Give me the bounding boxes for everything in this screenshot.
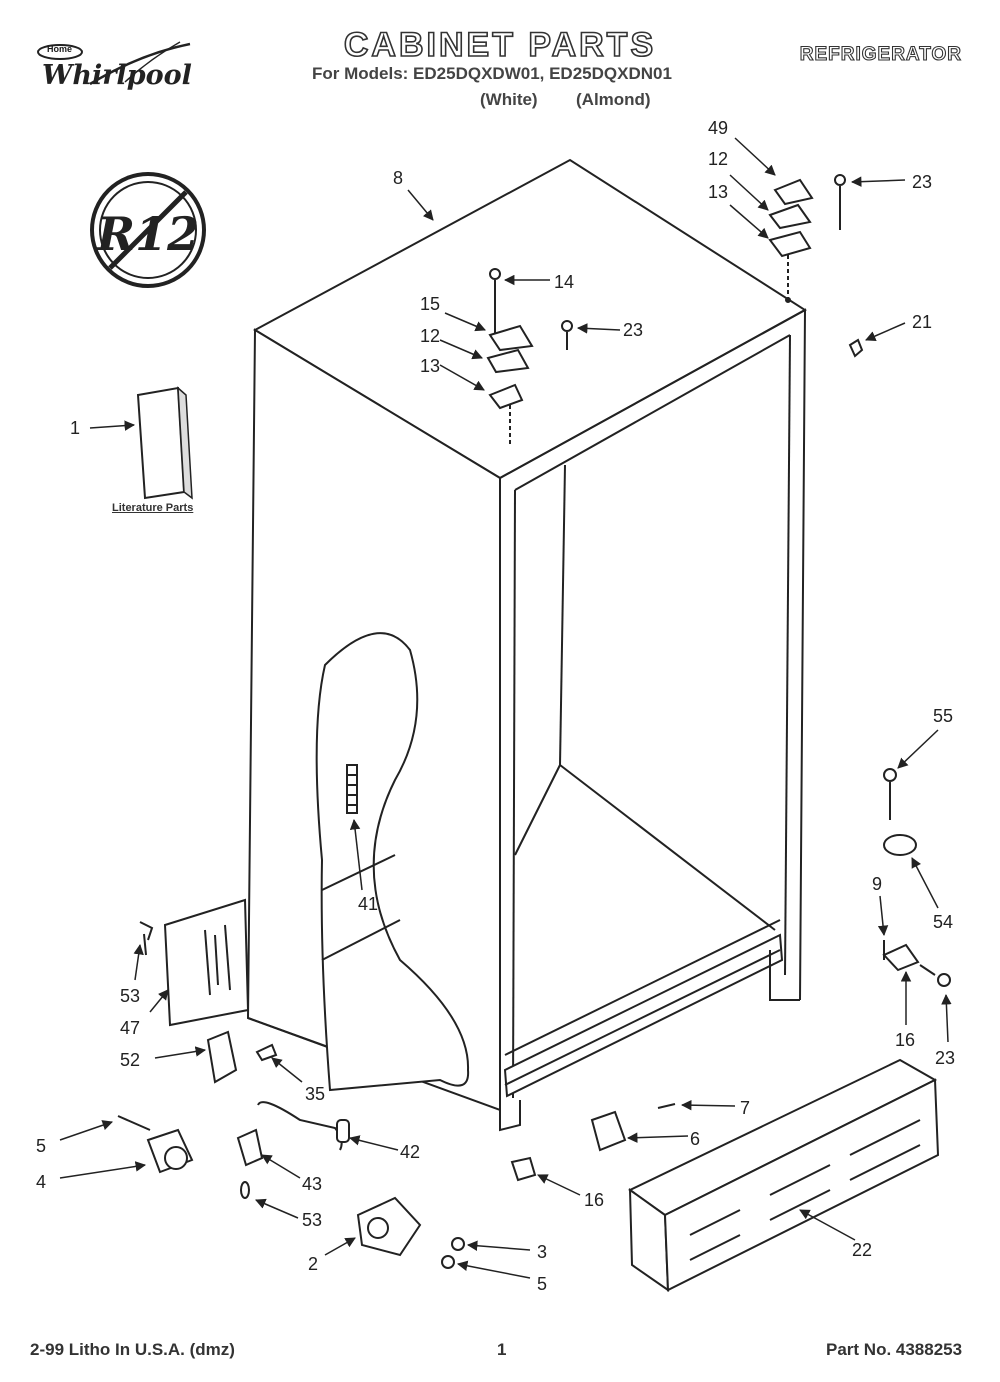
callout-8: 8: [393, 168, 403, 188]
callout-52: 52: [120, 1050, 140, 1070]
callout-16: 16: [895, 1030, 915, 1050]
callout-23: 23: [912, 172, 932, 192]
roller-parts: [117, 1101, 676, 1269]
leader-lines: [59, 137, 952, 1279]
callout-12: 12: [420, 326, 440, 346]
right-hinge-assembly: [768, 174, 864, 358]
variant-white: (White): [480, 90, 538, 109]
callout-35: 35: [305, 1084, 325, 1104]
callout-43: 43: [302, 1174, 322, 1194]
callout-23: 23: [623, 320, 643, 340]
brand-badge: Home: [47, 44, 73, 54]
literature-label: Literature Parts: [112, 502, 194, 514]
callout-54: 54: [933, 912, 953, 932]
whirlpool-logo: Home Whirlpool: [30, 34, 200, 104]
callout-55: 55: [933, 706, 953, 726]
callout-23: 23: [935, 1048, 955, 1068]
callout-13: 13: [420, 356, 440, 376]
callout-42: 42: [400, 1142, 420, 1162]
center-hinge-assembly: [486, 268, 573, 445]
right-hardware: [882, 768, 951, 987]
callout-1: 1: [70, 418, 80, 438]
callout-41: 41: [358, 894, 378, 914]
brand-name: Whirlpool: [42, 60, 192, 91]
callout-4: 4: [36, 1172, 46, 1192]
callout-6: 6: [690, 1129, 700, 1149]
callout-12: 12: [708, 149, 728, 169]
appliance-type: REFRIGERATOR: [799, 43, 962, 65]
callout-21: 21: [912, 312, 932, 332]
literature-booklet: [136, 386, 193, 500]
page-number: 1: [497, 1340, 507, 1359]
page-title: CABINET PARTS: [343, 25, 657, 65]
callout-49: 49: [708, 118, 728, 138]
print-info: 2-99 Litho In U.S.A. (dmz): [30, 1340, 235, 1359]
callout-2: 2: [308, 1254, 318, 1274]
callout-47: 47: [120, 1018, 140, 1038]
callout-13: 13: [708, 182, 728, 202]
callout-15: 15: [420, 294, 440, 314]
callout-14: 14: [554, 272, 574, 292]
part-number: Part No. 4388253: [826, 1340, 963, 1359]
logo-swoosh-icon: [37, 41, 191, 86]
callout-5: 5: [537, 1274, 547, 1294]
callout-labels: 8 49 12 13 23 14 15 12 13 23 21 1 55 41 …: [36, 118, 955, 1294]
insulation-panel: [315, 632, 470, 1092]
callout-3: 3: [537, 1242, 547, 1262]
callout-5: 5: [36, 1136, 46, 1156]
callout-53: 53: [302, 1210, 322, 1230]
variant-almond: (Almond): [576, 90, 651, 109]
callout-53: 53: [120, 986, 140, 1006]
base-grille: [628, 1058, 940, 1292]
models-line: For Models: ED25DQXDW01, ED25DQXDN01: [312, 64, 672, 83]
callout-7: 7: [740, 1098, 750, 1118]
callout-22: 22: [852, 1240, 872, 1260]
r12-emblem: R12: [90, 172, 206, 288]
callout-9: 9: [872, 874, 882, 894]
callout-16: 16: [584, 1190, 604, 1210]
emblem-label: R12: [95, 207, 199, 261]
